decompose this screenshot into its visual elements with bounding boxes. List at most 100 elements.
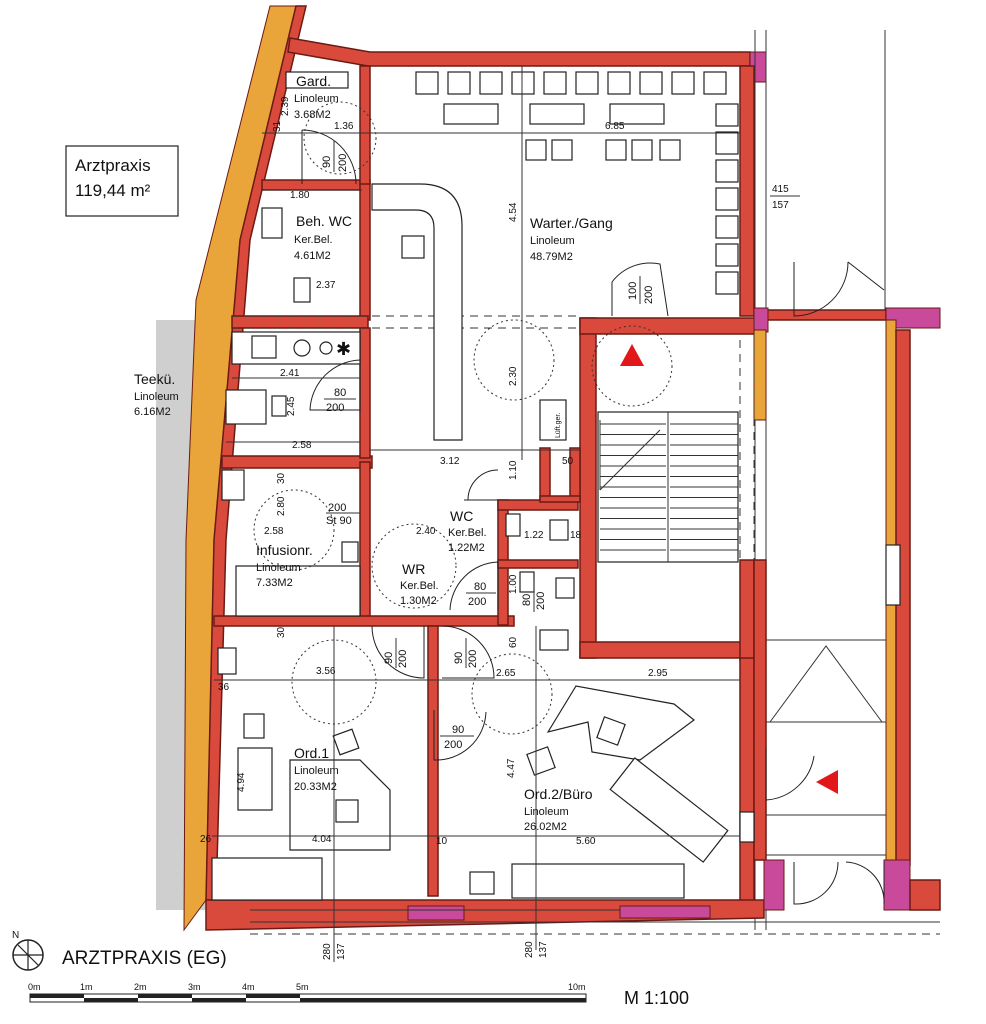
chair	[447, 71, 471, 95]
lueft-label: Lüft.ger.	[555, 413, 562, 438]
scale-bar	[29, 993, 587, 1003]
door-corridor[interactable]	[793, 261, 885, 317]
door-entrance[interactable]	[793, 861, 885, 905]
svg-text:200: 200	[444, 739, 462, 751]
room-gard: Gard. Linoleum 3.68M2	[294, 73, 339, 121]
turn-circle-gard	[303, 101, 377, 175]
sill-labels: 280 137 280 137	[322, 930, 549, 962]
door-warter[interactable]	[611, 262, 669, 317]
svg-text:90: 90	[321, 156, 333, 168]
infusion-sink	[221, 469, 245, 501]
svg-text:2.41: 2.41	[280, 368, 300, 379]
scale-segment	[138, 994, 192, 998]
door-corridor-2[interactable]	[765, 748, 815, 801]
waiting-chairs	[415, 71, 739, 295]
svg-text:Ord.1: Ord.1	[294, 745, 329, 761]
svg-text:200: 200	[468, 596, 486, 608]
corridor-ramp	[769, 645, 883, 723]
svg-text:4.94: 4.94	[236, 772, 247, 792]
wall-corridor-top	[765, 309, 887, 321]
svg-text:Linoleum: Linoleum	[294, 765, 339, 777]
svg-text:2.95: 2.95	[648, 668, 668, 679]
svg-text:31: 31	[272, 120, 283, 132]
door-teekue[interactable]	[309, 359, 361, 411]
wc-toilet	[505, 513, 521, 537]
door-infusion[interactable]	[371, 625, 425, 679]
wall-teekue-bottom	[221, 455, 373, 469]
chair	[575, 71, 599, 95]
svg-text:36: 36	[218, 682, 230, 693]
svg-text:Ord.2/Büro: Ord.2/Büro	[524, 786, 593, 802]
wall-ord-div	[427, 625, 439, 897]
door-gard[interactable]	[301, 129, 357, 185]
svg-text:26: 26	[200, 834, 212, 845]
svg-text:St 90: St 90	[326, 515, 352, 527]
chair	[703, 71, 727, 95]
svg-text:2m: 2m	[134, 982, 147, 992]
chair	[605, 139, 627, 161]
wall-wc-top	[497, 499, 579, 511]
svg-text:2.45: 2.45	[286, 396, 297, 416]
ord2-cabinet	[469, 871, 495, 895]
chair	[551, 139, 573, 161]
wall-gard-beh	[261, 179, 363, 191]
wall-gard-right	[359, 65, 371, 185]
svg-text:Linoleum: Linoleum	[134, 391, 179, 403]
svg-text:280: 280	[322, 943, 333, 960]
wall-teekue-right	[359, 327, 371, 459]
svg-text:4.47: 4.47	[506, 758, 517, 778]
scale-ticks: 0m 1m 2m 3m 4m 5m 10m	[28, 982, 586, 992]
chair	[639, 71, 663, 95]
svg-text:90: 90	[383, 652, 395, 664]
kitchen-table	[225, 389, 267, 425]
wall-wc-mid	[497, 559, 579, 569]
door-ord1[interactable]	[441, 625, 495, 679]
svg-text:1.00: 1.00	[508, 574, 519, 594]
svg-text:Ker.Bel.: Ker.Bel.	[448, 527, 487, 539]
svg-text:Arztpraxis: Arztpraxis	[75, 156, 151, 175]
chair	[543, 71, 567, 95]
corridor-bottom-pink	[763, 859, 785, 911]
svg-text:Ker.Bel.: Ker.Bel.	[294, 234, 333, 246]
svg-text:6.85: 6.85	[605, 121, 625, 132]
chair	[715, 271, 739, 295]
wr-toilet	[519, 571, 535, 593]
corridor-top-pink	[885, 307, 941, 329]
plan-title: ARZTPRAXIS (EG)	[62, 948, 227, 969]
svg-text:3.56: 3.56	[316, 666, 336, 677]
stove-icon	[293, 339, 311, 357]
escape-arrow-icon-2	[816, 770, 838, 794]
svg-text:280: 280	[524, 941, 535, 958]
svg-text:200: 200	[337, 154, 349, 172]
corridor-orange-col	[753, 329, 767, 421]
corridor-pink-left	[753, 307, 769, 333]
svg-text:48.79M2: 48.79M2	[530, 251, 573, 263]
svg-text:Linoleum: Linoleum	[294, 93, 339, 105]
svg-text:100: 100	[627, 282, 639, 300]
door-ord-connect[interactable]	[433, 710, 487, 761]
svg-text:2.58: 2.58	[264, 526, 284, 537]
waiting-bench	[443, 103, 499, 125]
svg-text:5m: 5m	[296, 982, 309, 992]
svg-text:Warter./Gang: Warter./Gang	[530, 215, 613, 231]
ord1-exam-bed	[237, 747, 273, 811]
svg-text:Gard.: Gard.	[296, 73, 331, 89]
svg-text:6.16M2: 6.16M2	[134, 406, 171, 418]
svg-text:5.60: 5.60	[576, 836, 596, 847]
door-wr[interactable]	[449, 561, 499, 611]
svg-text:60: 60	[508, 636, 519, 648]
svg-text:30: 30	[276, 626, 287, 638]
room-beh-wc: Beh. WC Ker.Bel. 4.61M2	[294, 213, 352, 262]
infusion-bed	[235, 565, 361, 617]
chair	[715, 243, 739, 267]
svg-text:Infusionr.: Infusionr.	[256, 542, 313, 558]
wall-stair-top	[579, 317, 761, 335]
reception-stool	[401, 235, 425, 259]
svg-text:✱: ✱	[336, 339, 351, 359]
wall-behwc-right	[359, 179, 371, 321]
room-warter: Warter./Gang Linoleum 48.79M2	[530, 215, 613, 263]
door-wc[interactable]	[464, 469, 499, 501]
svg-text:157: 157	[772, 200, 789, 211]
svg-text:1m: 1m	[80, 982, 93, 992]
chair	[607, 71, 631, 95]
